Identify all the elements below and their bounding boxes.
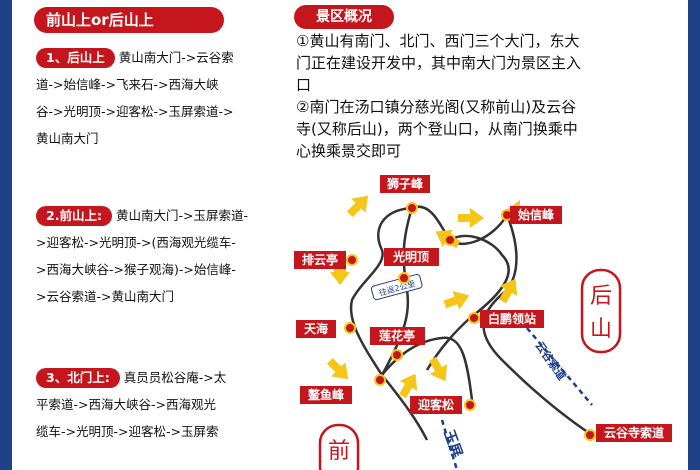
- direction-arrow: [458, 208, 484, 228]
- route-2-line: >迎客松->光明顶->(西海观光缆车-: [36, 235, 236, 250]
- route-3-line: 平索道->西海大峡谷->西海观光: [36, 397, 216, 412]
- label-baipengling: 白鹏领站: [488, 311, 536, 326]
- node-upper-mid: [444, 234, 456, 246]
- direction-arrow: [326, 357, 349, 380]
- overview-line: 寺(又称后山)，两个登山口，从南门换乘中: [296, 120, 578, 138]
- trail-path: [349, 206, 429, 441]
- label-box: [296, 320, 336, 338]
- label-box: [596, 424, 672, 442]
- node-guangmingding: [398, 272, 410, 284]
- route-2: 2.前山上:黄山南大门->玉屏索道- >迎客松->光明顶->(西海观光缆车- >…: [36, 202, 290, 310]
- direction-arrow: [429, 356, 448, 382]
- label-yingkesong: 迎客松: [418, 397, 454, 412]
- direction-arrow: [443, 290, 470, 310]
- node-yunguside: [584, 429, 596, 441]
- ropeway-label-yungu: 云谷索道: [533, 339, 570, 383]
- label-box: [480, 310, 544, 328]
- label-box: [384, 248, 439, 266]
- route-1-line: 黄山南大门: [36, 131, 99, 146]
- node-group: [344, 202, 596, 441]
- ropeway-line: [526, 327, 593, 406]
- label-paiyunting: 排云亭: [302, 252, 338, 267]
- node-shizifeng: [406, 202, 418, 214]
- route-1: 1、后山上黄山南大门->云谷索 道->始信峰->飞来石->西海大峡 谷->光明顶…: [36, 44, 290, 152]
- label-box: [294, 251, 346, 269]
- title-pill: 前山上or后山上: [34, 7, 224, 33]
- route-3-line: 缆车->光明顶->迎客松->玉屏索: [36, 424, 219, 439]
- label-yunguside: 云谷寺索道: [604, 425, 664, 440]
- label-box: [380, 175, 430, 193]
- houshan-char: 山: [590, 317, 612, 342]
- label-box: [410, 396, 462, 414]
- overview-text: ①黄山有南门、北门、西门三个大门，东大 门正在建设开发中，其中南大门为景区主入 …: [296, 30, 688, 162]
- label-guangmingding: 光明顶: [392, 249, 429, 264]
- qianshan-badge: 前: [318, 423, 360, 470]
- arrow-group: [326, 195, 532, 399]
- route-map: 往返2公里: [294, 175, 672, 470]
- direction-arrow: [346, 195, 369, 218]
- route-3-line: 真员员松谷庵->太: [123, 370, 227, 385]
- label-lianhuating: 莲花亭: [379, 328, 415, 343]
- route-3: 3、北门上:真员员松谷庵->太 平索道->西海大峡谷->西海观光 缆车->光明顶…: [36, 364, 290, 445]
- node-aoyufeng: [374, 374, 386, 386]
- overview-line: 心换乘景交即可: [296, 142, 402, 160]
- direction-arrow: [499, 278, 518, 304]
- poster-frame: 前山上or后山上 1、后山上黄山南大门->云谷索 道->始信峰->飞来石->西海…: [12, 0, 688, 470]
- trail-path: [411, 205, 509, 246]
- distance-note: 往返2公里: [370, 273, 423, 301]
- node-baipengling: [468, 312, 480, 324]
- label-box: [300, 386, 352, 404]
- node-yingkesong: [464, 399, 476, 411]
- route-2-tag: 2.前山上:: [36, 206, 112, 226]
- route-2-line: >西海大峡谷->猴子观海)->始信峰-: [36, 262, 236, 277]
- section-title-pill: 景区概况: [294, 5, 394, 29]
- overview-line: ②南门在汤口镇分慈光阁(又称前山)及云谷: [296, 98, 577, 116]
- route-3-tag: 3、北门上:: [36, 368, 120, 388]
- route-2-line: >云谷索道->黄山南大门: [36, 289, 174, 304]
- overview-line: ①黄山有南门、北门、西门三个大门，东大: [296, 32, 580, 50]
- label-box: [510, 206, 562, 224]
- left-column: 前山上or后山上 1、后山上黄山南大门->云谷索 道->始信峰->飞来石->西海…: [32, 0, 290, 470]
- label-group: 狮子峰 始信峰 排云亭 光明顶 天海 莲花亭 白鹏领站 鳌鱼峰 迎客松 云谷: [294, 175, 672, 442]
- route-2-line: 黄山南大门->玉屏索道-: [115, 208, 248, 223]
- ropeway-label-yuping: 玉屏: [440, 428, 465, 460]
- label-tianhai: 天海: [304, 321, 328, 336]
- node-lianhuating: [391, 349, 403, 361]
- label-shixinfeng: 始信峰: [518, 207, 555, 222]
- route-1-line: 道->始信峰->飞来石->西海大峡: [36, 77, 219, 92]
- right-column: 景区概况 ①黄山有南门、北门、西门三个大门，东大 门正在建设开发中，其中南大门为…: [292, 0, 688, 470]
- direction-arrow: [399, 373, 418, 399]
- route-1-tag: 1、后山上: [36, 48, 115, 68]
- houshan-badge: 后 山: [580, 268, 622, 354]
- node-tianhai: [344, 322, 356, 334]
- node-paiyunting: [346, 254, 358, 266]
- label-shizifeng: 狮子峰: [386, 176, 424, 191]
- route-1-line: 黄山南大门->云谷索: [118, 50, 234, 65]
- overview-line: 口: [296, 76, 312, 94]
- label-box: [370, 327, 425, 345]
- houshan-char: 后: [590, 284, 612, 309]
- trail-path: [425, 234, 510, 371]
- route-1-line: 谷->光明顶->迎客松->玉屏索道->: [36, 104, 234, 119]
- overview-line: 门正在建设开发中，其中南大门为景区主入: [296, 54, 582, 72]
- label-aoyufeng: 鳌鱼峰: [308, 387, 345, 402]
- qian-char: 前: [328, 439, 350, 464]
